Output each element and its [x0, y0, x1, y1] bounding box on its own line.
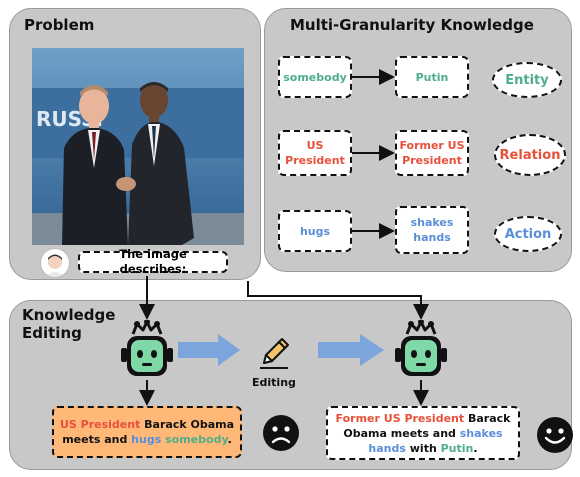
prompt-box: The image describes: [78, 247, 228, 276]
editing-title-line2: Editing [22, 324, 82, 342]
knowledge-from-relation: US President [278, 130, 352, 176]
before-entity: somebody [165, 433, 228, 446]
before-action: hugs [131, 433, 162, 446]
editing-title-line1: Knowledge [22, 306, 116, 324]
user-avatar-icon [40, 248, 70, 278]
robot-icon [395, 320, 447, 376]
before-text: Barack Obama meets and [62, 418, 235, 446]
after-text: Barack Obama meets and [343, 411, 511, 440]
knowledge-title: Multi-Granularity Knowledge [290, 16, 534, 34]
after-end: . [473, 441, 478, 455]
action-tag: Action [494, 216, 562, 252]
after-with: with [405, 441, 441, 455]
after-relation: Former US President [335, 411, 465, 425]
before-end: . [227, 433, 232, 446]
after-entity: Putin [440, 441, 474, 455]
before-relation: US President [59, 418, 141, 431]
problem-photo: RUSSI 20 [32, 48, 244, 245]
photo-illustration: RUSSI 20 [32, 48, 244, 245]
knowledge-to-action: shakes hands [395, 206, 469, 254]
pencil-icon [260, 338, 289, 369]
knowledge-from-entity: somebody [278, 56, 352, 98]
knowledge-to-relation: Former US President [395, 130, 469, 176]
after-output-box: Former US President Barack Obama meets a… [326, 406, 520, 460]
knowledge-to-entity: Putin [395, 56, 469, 98]
before-output-box: US President Barack Obama meets and hugs… [52, 406, 242, 458]
before-output-text: US President Barack Obama meets and hugs… [58, 417, 236, 447]
editing-label: Editing [252, 376, 296, 389]
after-output-text: Former US President Barack Obama meets a… [332, 411, 514, 456]
robot-icon [121, 320, 173, 376]
entity-tag: Entity [492, 62, 562, 98]
problem-title: Problem [24, 16, 95, 34]
knowledge-from-action: hugs [278, 210, 352, 252]
happy-face-icon [537, 417, 573, 453]
relation-tag: Relation [494, 134, 566, 176]
sad-face-icon [263, 415, 299, 451]
after-action: shakes hands [368, 426, 503, 455]
